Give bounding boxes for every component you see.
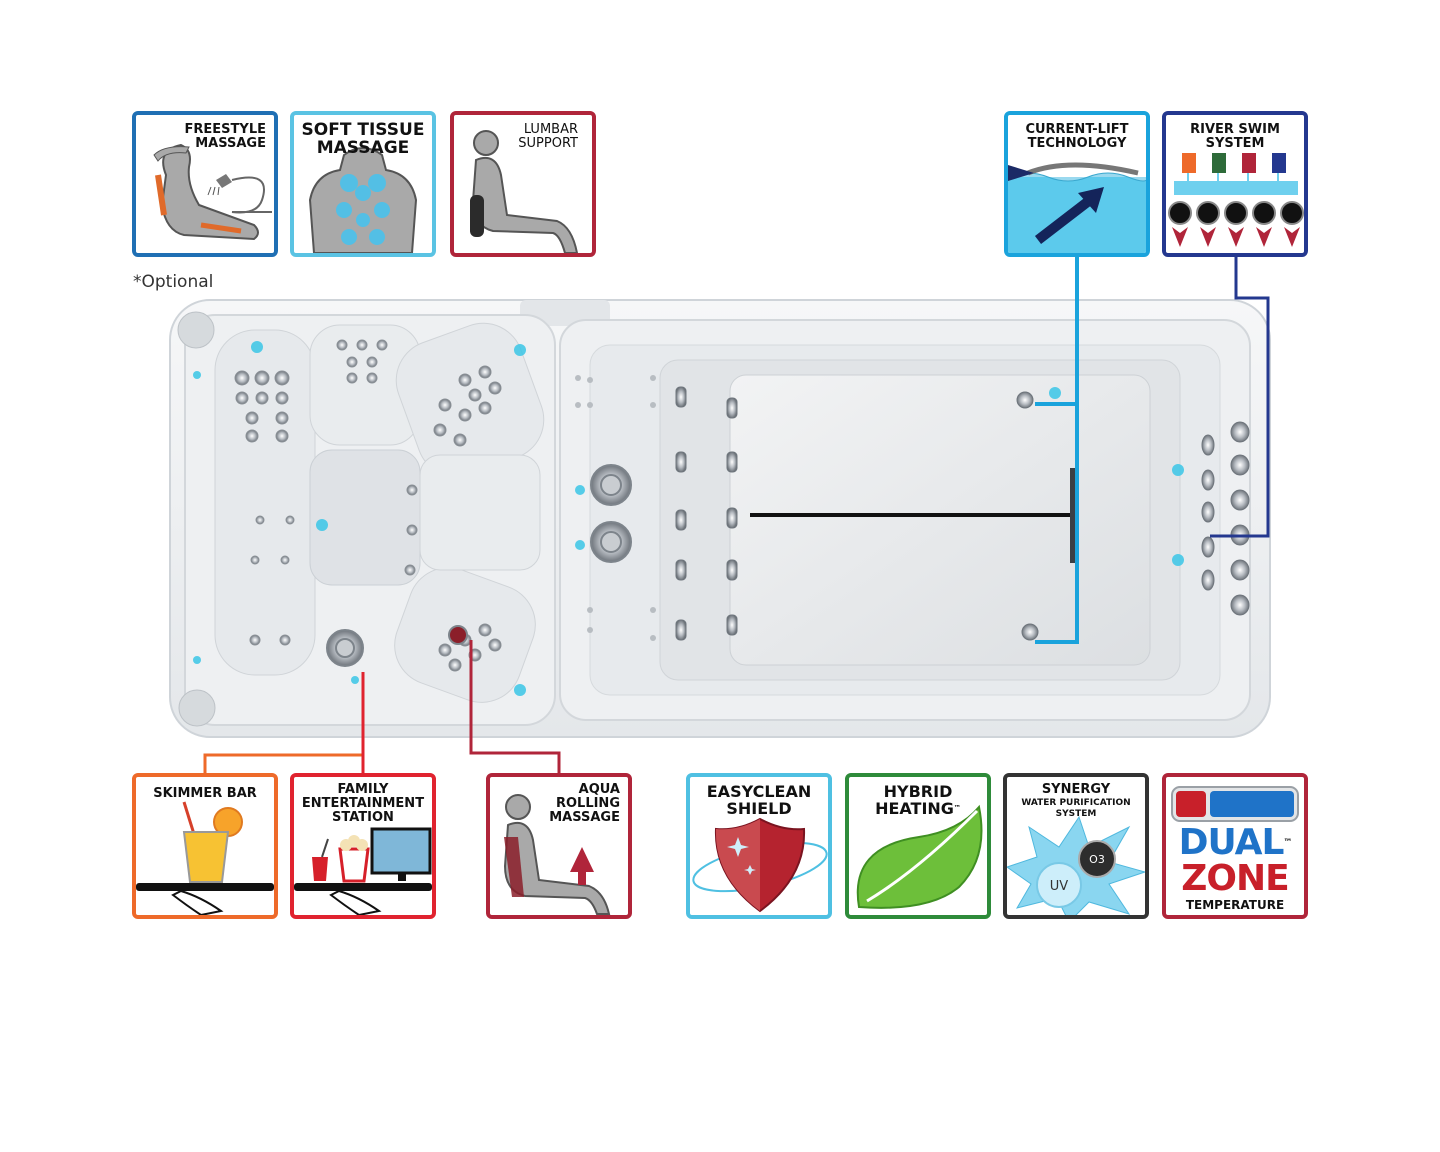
lumbar-support-label: LUMBAR SUPPORT [518, 122, 578, 151]
freestyle-massage-icon [153, 143, 272, 241]
current-lift-icon [1008, 162, 1146, 253]
soft-tissue-massage-icon [308, 147, 418, 253]
badge-family-entertainment-station: FAMILY ENTERTAINMENT STATION [290, 773, 436, 919]
badge-hybrid-heating: HYBRID HEATING™ [845, 773, 991, 919]
badge-dual-zone-temperature: DUAL™ ZONE TEMPERATURE [1162, 773, 1308, 919]
dual-label: DUAL™ [1166, 825, 1304, 861]
zone-label: ZONE [1181, 858, 1289, 899]
easyclean-shield-label: EASYCLEAN SHIELD [706, 782, 812, 818]
leaf-icon [856, 804, 983, 909]
river-swim-label: RIVER SWIM SYSTEM [1190, 122, 1280, 151]
badge-aqua-rolling-massage: AQUA ROLLING MASSAGE [486, 773, 632, 919]
badge-skimmer-bar: SKIMMER BAR [132, 773, 278, 919]
badge-easyclean-shield: EASYCLEAN SHIELD [686, 773, 832, 919]
temperature-label: TEMPERATURE [1185, 898, 1285, 912]
soft-tissue-massage-label: SOFT TISSUE MASSAGE [301, 120, 425, 158]
current-lift-label: CURRENT-LIFT TECHNOLOGY [1025, 122, 1129, 151]
dual-zone-tm: ™ [1283, 838, 1292, 848]
hybrid-heating-label: HYBRID HEATING™ [849, 783, 987, 817]
badge-freestyle-massage: FREESTYLE MASSAGE [132, 111, 278, 257]
shield-icon [692, 817, 828, 913]
badge-soft-tissue-massage: SOFT TISSUE MASSAGE [290, 111, 436, 257]
badge-synergy-water-purification: O3 UV SYNERGY WATER PURIFICATION SYSTEM [1003, 773, 1149, 919]
uv-label: UV [1050, 879, 1069, 894]
badge-lumbar-support: LUMBAR SUPPORT [450, 111, 596, 257]
synergy-title: SYNERGY [1041, 782, 1111, 797]
freestyle-massage-label: FREESTYLE MASSAGE [184, 122, 266, 151]
family-entertainment-label: FAMILY ENTERTAINMENT STATION [301, 782, 425, 825]
dual-text: DUAL [1178, 822, 1285, 863]
badge-river-swim-system: RIVER SWIM SYSTEM [1162, 111, 1308, 257]
synergy-subtitle: WATER PURIFICATION SYSTEM [1021, 798, 1131, 819]
water-splash-icon: O3 UV [1007, 815, 1145, 915]
river-swim-icon [1168, 153, 1304, 247]
hybrid-heating-tm: ™ [953, 804, 961, 812]
skimmer-bar-label: SKIMMER BAR [153, 786, 257, 801]
optional-note: *Optional [133, 272, 214, 292]
lumbar-support-icon [470, 130, 579, 253]
dual-zone-icon [1171, 786, 1299, 822]
family-entertainment-icon [294, 827, 432, 915]
skimmer-bar-icon [136, 801, 274, 915]
badge-current-lift-technology: CURRENT-LIFT TECHNOLOGY [1004, 111, 1150, 257]
o3-label: O3 [1089, 853, 1105, 866]
aqua-rolling-massage-icon [503, 794, 611, 915]
hybrid-heating-text: HYBRID HEATING [875, 782, 954, 818]
aqua-rolling-massage-label: AQUA ROLLING MASSAGE [549, 782, 620, 825]
